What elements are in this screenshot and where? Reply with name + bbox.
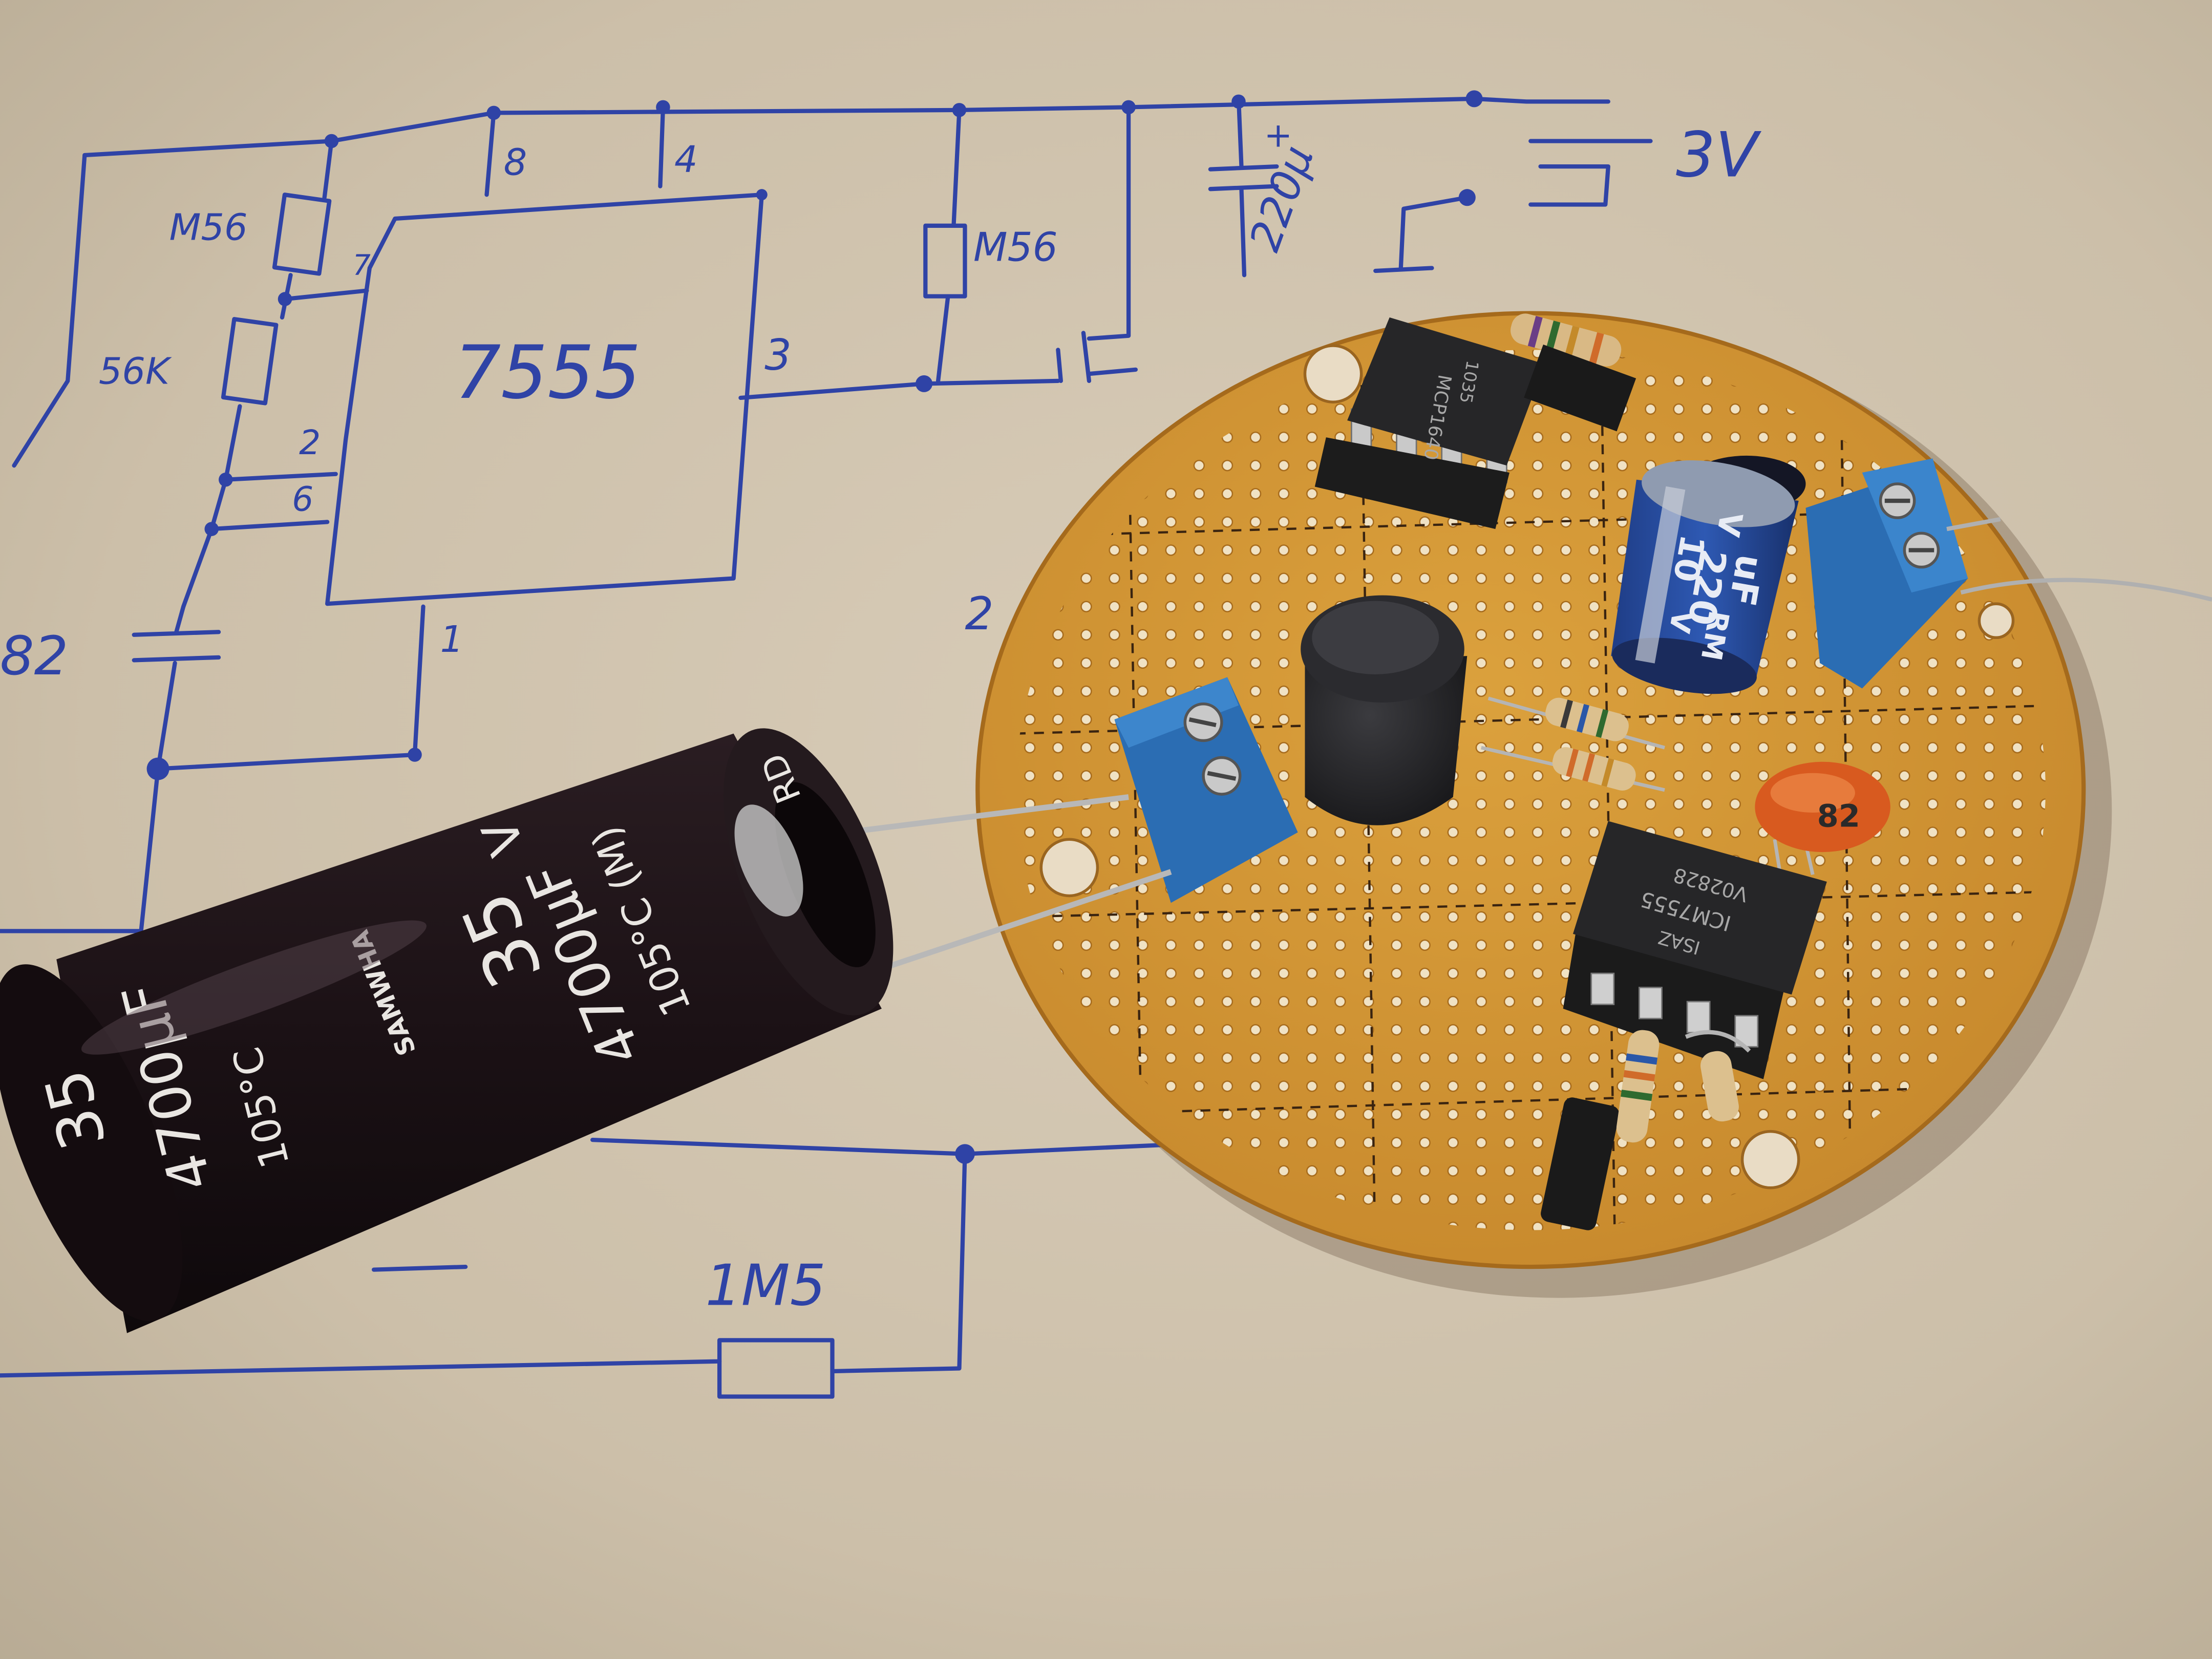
small-cap-unit: uF — [1720, 551, 1771, 609]
schematic-nodes — [146, 90, 1483, 1164]
label-pin-3: 3 — [764, 331, 792, 380]
wire-bottom-left — [371, 1264, 468, 1272]
label-m56-right: M56 — [973, 225, 1058, 271]
wire-r-right — [936, 108, 962, 384]
terminal-block-right — [1805, 458, 2212, 689]
label-pin-2: 2 — [299, 423, 321, 462]
label-edge-fragment: 2 — [965, 587, 993, 640]
label-pin-7: 7 — [353, 249, 371, 282]
label-pin-8: 8 — [504, 141, 527, 184]
wire-bottom — [0, 929, 1216, 1378]
mount-hole-top — [1303, 344, 1363, 403]
resistor-top-socket — [1524, 344, 1636, 432]
wire-top-rail — [82, 96, 1477, 158]
resistors-below-ic2 — [1541, 1030, 1751, 1230]
big-capacitor: SAMWHA RD 35 V 4700μF 105°C (M) 35 4700μ… — [0, 728, 1172, 1333]
resistor-m56-left — [272, 193, 332, 276]
ic1-body — [1347, 317, 1545, 466]
resistor-top — [1511, 313, 1636, 432]
label-pin-4: 4 — [674, 138, 698, 181]
resistor-1m5 — [717, 1338, 835, 1399]
ic1-socket — [1314, 437, 1509, 529]
cap-220u — [1208, 96, 1279, 278]
ic1-chip: MCP1640 1035 — [1314, 317, 1545, 529]
ground-symbol — [1373, 195, 1470, 273]
wire-r-chain-3 — [181, 404, 338, 609]
ceramic-cap-marking: 82 — [1817, 798, 1860, 834]
schematic-labels: M56 56K 7555 8 4 7 2 6 3 1 M56 + 220μ 3V… — [0, 116, 1761, 1318]
wire-left-rail — [12, 153, 87, 468]
wire-pin-4 — [658, 105, 666, 188]
big-cap-bottom-end — [0, 964, 183, 1322]
label-cap-82: 82 — [0, 625, 68, 687]
ic2-body — [1572, 821, 1827, 995]
label-pin-6: 6 — [292, 479, 313, 519]
mount-hole-right — [1977, 602, 2015, 640]
big-cap-stripe — [734, 804, 803, 917]
label-m56-left: M56 — [169, 206, 248, 248]
mount-hole-bottom — [1740, 1130, 1800, 1189]
label-56k: 56K — [99, 350, 172, 392]
mosfet-symbol — [1056, 105, 1138, 384]
ic2-socket — [1563, 924, 1785, 1079]
big-cap-highlight — [81, 920, 427, 1055]
label-cap-plus: + — [1264, 116, 1292, 155]
ceramic-capacitor: 82 — [1755, 761, 1890, 875]
mount-hole-left — [1039, 838, 1099, 898]
label-1m5: 1M5 — [706, 1252, 826, 1318]
small-cap-voltage: 10 — [1665, 532, 1712, 585]
small-capacitor: 10 V 220 uF RM V — [1611, 455, 1806, 694]
big-cap-body — [56, 733, 882, 1333]
battery-symbol — [1472, 96, 1653, 207]
lead-wire-right — [1946, 517, 2212, 602]
inductor — [1301, 595, 1467, 825]
cap-82-left — [132, 604, 221, 933]
wire-pin-1 — [156, 604, 426, 771]
label-battery-3v: 3V — [1676, 118, 1761, 191]
big-cap-leads — [846, 794, 1172, 976]
wire-r-chain — [322, 139, 334, 200]
resistor-m56-right — [923, 223, 967, 299]
resistors-centre — [1481, 696, 1665, 792]
resistor-56k — [221, 317, 279, 406]
ic2-chip: ICM7555 V02828 ISAZ — [1563, 821, 1827, 1079]
label-ic-7555: 7555 — [454, 330, 641, 415]
terminal-block-left — [1114, 677, 1298, 903]
label-pin-1: 1 — [440, 618, 464, 661]
wire-pin-8 — [484, 111, 496, 197]
